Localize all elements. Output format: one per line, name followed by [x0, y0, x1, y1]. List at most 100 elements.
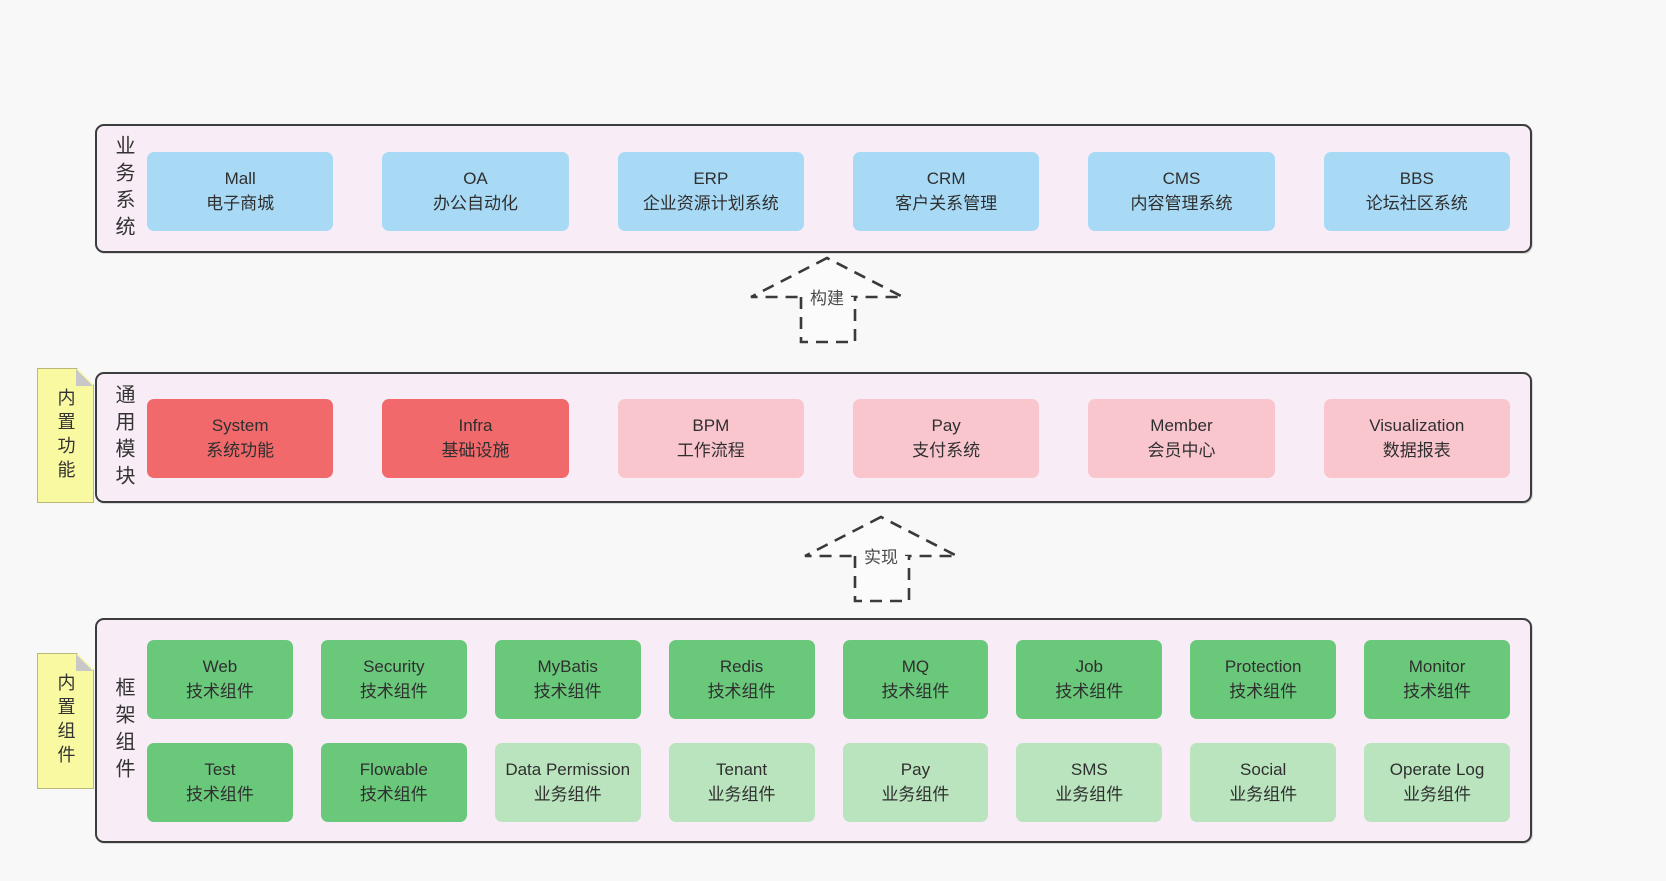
box-subtitle: 业务组件 [881, 784, 950, 804]
box-name: BPM [692, 416, 730, 436]
box-security: Security 技术组件 [320, 640, 467, 719]
box-subtitle: 论坛社区系统 [1365, 193, 1468, 213]
box-name: BBS [1399, 169, 1434, 189]
box-name: Infra [458, 416, 493, 436]
box-subtitle: 办公自动化 [432, 193, 518, 213]
layer-framework-components: 框架组件 Web 技术组件 Security 技术组件 MyBatis 技术组件… [95, 618, 1532, 843]
box-oa: OA 办公自动化 [382, 152, 569, 231]
box-name: System [211, 416, 269, 436]
box-subtitle: 技术组件 [359, 681, 428, 701]
box-pay-module: Pay 支付系统 [852, 399, 1040, 478]
business-box-row: Mall 电子商城 OA 办公自动化 ERP 企业资源计划系统 CRM 客户关系… [147, 152, 1510, 231]
box-subtitle: 支付系统 [912, 440, 981, 460]
box-name: CRM [926, 169, 966, 189]
box-flowable: Flowable 技术组件 [320, 743, 467, 822]
box-subtitle: 技术组件 [1403, 681, 1472, 701]
box-subtitle: 业务组件 [533, 784, 602, 804]
layer-label-business: 业务系统 [112, 134, 134, 243]
box-monitor: Monitor 技术组件 [1364, 640, 1510, 719]
box-subtitle: 内容管理系统 [1130, 193, 1233, 213]
box-infra: Infra 基础设施 [382, 399, 569, 478]
box-mall: Mall 电子商城 [147, 152, 334, 231]
box-subtitle: 工作流程 [676, 440, 745, 460]
box-pay-component: Pay 业务组件 [842, 743, 989, 822]
modules-box-row: System 系统功能 Infra 基础设施 BPM 工作流程 Pay 支付系统… [147, 399, 1510, 478]
build-arrow-label: 构建 [810, 289, 844, 308]
box-job: Job 技术组件 [1016, 640, 1163, 719]
box-member: Member 会员中心 [1088, 399, 1275, 478]
box-mybatis: MyBatis 技术组件 [494, 640, 641, 719]
note-fold-corner-icon [76, 369, 93, 386]
box-name: Protection [1224, 657, 1302, 677]
layer-business-systems: 业务系统 Mall 电子商城 OA 办公自动化 ERP 企业资源计划系统 CRM… [95, 124, 1532, 253]
build-arrow-icon: 构建 [750, 256, 904, 344]
box-bpm: BPM 工作流程 [617, 399, 804, 478]
components-box-grid: Web 技术组件 Security 技术组件 MyBatis 技术组件 Redi… [147, 640, 1510, 822]
box-subtitle: 客户关系管理 [895, 193, 998, 213]
box-name: Monitor [1408, 657, 1466, 677]
note-fold-corner-icon [76, 654, 93, 671]
sticky-note-builtin-features: 内置功能 [37, 368, 94, 503]
box-name: MyBatis [537, 657, 598, 677]
box-name: Data Permission [505, 760, 631, 780]
note-label: 内置功能 [55, 387, 76, 484]
box-name: Operate Log [1389, 760, 1485, 780]
box-subtitle: 技术组件 [707, 681, 776, 701]
box-cms: CMS 内容管理系统 [1088, 152, 1275, 231]
layer-label-components: 框架组件 [112, 676, 134, 785]
box-web: Web 技术组件 [147, 640, 293, 719]
box-name: Social [1240, 760, 1287, 780]
box-mq: MQ 技术组件 [842, 640, 989, 719]
box-test: Test 技术组件 [147, 743, 293, 822]
box-subtitle: 业务组件 [707, 784, 776, 804]
box-subtitle: 技术组件 [185, 681, 254, 701]
box-subtitle: 技术组件 [881, 681, 950, 701]
box-system: System 系统功能 [147, 399, 334, 478]
box-subtitle: 业务组件 [1055, 784, 1124, 804]
box-name: MQ [901, 657, 930, 677]
box-subtitle: 技术组件 [185, 784, 254, 804]
box-name: Tenant [716, 760, 768, 780]
box-redis: Redis 技术组件 [668, 640, 815, 719]
box-data-permission: Data Permission 业务组件 [494, 743, 641, 822]
box-crm: CRM 客户关系管理 [852, 152, 1040, 231]
box-social: Social 业务组件 [1190, 743, 1337, 822]
box-subtitle: 业务组件 [1229, 784, 1298, 804]
box-name: Redis [719, 657, 764, 677]
box-erp: ERP 企业资源计划系统 [617, 152, 804, 231]
box-protection: Protection 技术组件 [1190, 640, 1337, 719]
box-subtitle: 会员中心 [1147, 440, 1216, 460]
box-name: Mall [224, 169, 256, 189]
box-subtitle: 企业资源计划系统 [642, 193, 779, 213]
box-name: Test [204, 760, 236, 780]
box-name: Web [202, 657, 238, 677]
box-visualization: Visualization 数据报表 [1323, 399, 1510, 478]
box-name: CMS [1162, 169, 1201, 189]
box-operate-log: Operate Log 业务组件 [1364, 743, 1510, 822]
implement-arrow-label: 实现 [864, 548, 898, 567]
box-tenant: Tenant 业务组件 [668, 743, 815, 822]
box-name: OA [463, 169, 488, 189]
box-name: Member [1150, 416, 1213, 436]
box-subtitle: 系统功能 [206, 440, 275, 460]
box-subtitle: 电子商城 [206, 193, 275, 213]
box-subtitle: 技术组件 [1229, 681, 1298, 701]
box-bbs: BBS 论坛社区系统 [1323, 152, 1510, 231]
box-name: Security [363, 657, 425, 677]
box-subtitle: 业务组件 [1403, 784, 1472, 804]
box-subtitle: 数据报表 [1382, 440, 1451, 460]
box-subtitle: 基础设施 [441, 440, 510, 460]
box-subtitle: 技术组件 [359, 784, 428, 804]
sticky-note-builtin-components: 内置组件 [37, 653, 94, 789]
box-subtitle: 技术组件 [533, 681, 602, 701]
box-name: Pay [900, 760, 931, 780]
box-name: Visualization [1369, 416, 1465, 436]
implement-arrow-icon: 实现 [804, 515, 958, 603]
note-label: 内置组件 [55, 673, 76, 769]
box-subtitle: 技术组件 [1055, 681, 1124, 701]
box-name: Flowable [359, 760, 428, 780]
box-sms: SMS 业务组件 [1016, 743, 1163, 822]
layer-label-modules: 通用模块 [112, 383, 134, 492]
layer-common-modules: 通用模块 System 系统功能 Infra 基础设施 BPM 工作流程 Pay… [95, 372, 1532, 503]
